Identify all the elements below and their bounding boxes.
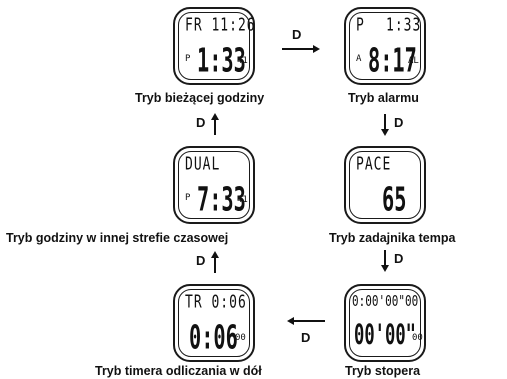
- arrow-left-icon: [287, 317, 325, 325]
- caption-current-time: Tryb bieżącej godziny: [135, 91, 265, 105]
- lcd-main-time: 7:33: [197, 181, 246, 219]
- key-d-label: D: [292, 27, 302, 42]
- lcd-main-time: 00'00": [354, 319, 416, 351]
- arrow-up-icon: [211, 113, 219, 135]
- key-d-label: D: [394, 251, 404, 266]
- lcd-top-time: 1:33: [386, 15, 422, 36]
- key-d-label: D: [196, 253, 206, 268]
- lcd-hundredths: 00: [412, 333, 423, 343]
- key-d-label: D: [301, 330, 311, 345]
- lcd-main-value: 65: [382, 181, 407, 219]
- lcd-top-indicator: P: [356, 15, 365, 36]
- lcd-top-line: DUAL: [185, 154, 221, 175]
- arrow-down-icon: [381, 114, 389, 136]
- lcd-main-time: 0:06: [189, 319, 238, 357]
- lcd-countdown-timer: TR 0:06 0:06 00: [173, 284, 255, 362]
- caption-pace: Tryb zadajnika tempa: [329, 231, 456, 245]
- caption-countdown-timer: Tryb timera odliczania w dół: [95, 364, 262, 378]
- lcd-top-line: PACE: [356, 154, 392, 175]
- lcd-current-time: FR 11:26 P 1:33 41: [173, 7, 255, 85]
- lcd-main-time: 8:17: [368, 42, 417, 80]
- lcd-pace: PACE 65: [344, 146, 426, 224]
- caption-dual-time: Tryb godziny w innej strefie czasowej: [6, 231, 229, 245]
- lcd-stopwatch: 0:00'00"00 00'00" 00: [344, 284, 426, 362]
- caption-stopwatch: Tryb stopera: [345, 364, 421, 378]
- lcd-top-line: TR 0:06: [185, 292, 247, 313]
- lcd-top-line: 0:00'00"00: [352, 292, 419, 311]
- arrow-up-icon: [211, 251, 219, 273]
- lcd-top-line: FR 11:26: [185, 15, 256, 36]
- lcd-alarm-label: AL: [408, 56, 419, 66]
- key-d-label: D: [196, 115, 206, 130]
- arrow-down-icon: [381, 250, 389, 272]
- caption-alarm: Tryb alarmu: [348, 91, 419, 105]
- lcd-seconds: 41: [237, 56, 248, 66]
- lcd-alarm: P 1:33 A 8:17 AL: [344, 7, 426, 85]
- lcd-indicator: P: [185, 54, 191, 64]
- lcd-indicator: P: [185, 193, 191, 203]
- lcd-dual-time: DUAL P 7:33 41: [173, 146, 255, 224]
- lcd-seconds: 41: [237, 195, 248, 205]
- arrow-right-icon: [282, 45, 320, 53]
- lcd-main-time: 1:33: [197, 42, 246, 80]
- lcd-hundredths: 00: [235, 333, 246, 343]
- lcd-indicator: A: [356, 54, 362, 64]
- key-d-label: D: [394, 115, 404, 130]
